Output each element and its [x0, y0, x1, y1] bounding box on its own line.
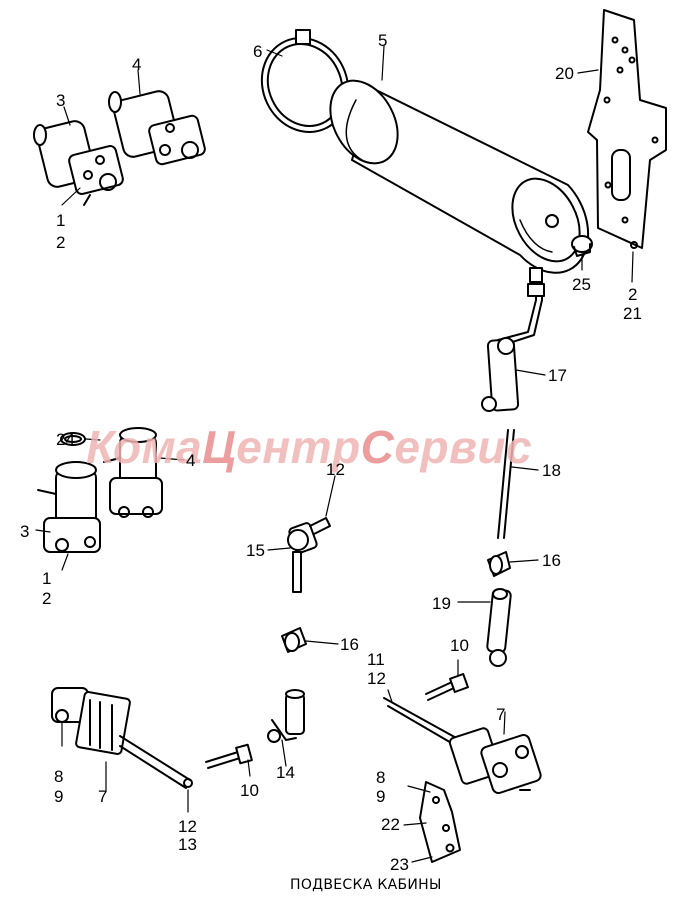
diagram-caption: ПОДВЕСКА КАБИНЫ: [290, 877, 442, 893]
callout-1: 1: [56, 211, 66, 230]
watermark-part2: Ц: [202, 421, 237, 473]
valve-3-upper: [33, 120, 124, 206]
callout-2-right: 2: [628, 285, 638, 304]
watermark-logo: КомаЦентрСервис: [86, 420, 532, 474]
callout-2: 2: [56, 233, 66, 252]
clip-16-right: [487, 551, 511, 577]
callout-17: 17: [548, 366, 567, 385]
callout-6: 6: [253, 42, 263, 61]
callout-20: 20: [555, 64, 574, 83]
callout-12-middle: 12: [326, 460, 345, 479]
tube-19: [486, 588, 512, 667]
callout-14: 14: [276, 763, 295, 782]
callout-18: 18: [542, 461, 561, 480]
plug-25: [571, 235, 593, 257]
callout-21: 21: [623, 304, 642, 323]
callout-5: 5: [378, 31, 388, 50]
callout-9-left: 9: [54, 787, 64, 806]
clamp-6: [260, 29, 350, 133]
bolt-10-right: [425, 673, 469, 701]
bolt-10-left: [205, 743, 253, 769]
callout-16-middle: 16: [340, 635, 359, 654]
callout-3-middle: 3: [20, 522, 30, 541]
callout-7-left: 7: [98, 787, 108, 806]
rod-18: [497, 429, 515, 539]
callout-8-left: 8: [54, 767, 64, 786]
pipe-17: [481, 267, 545, 412]
watermark-part5: ервис: [394, 421, 533, 473]
watermark-part4: С: [360, 421, 395, 473]
clip-16-middle: [281, 627, 307, 653]
callout-19: 19: [432, 594, 451, 613]
valve-3-middle: [37, 461, 101, 553]
callout-3: 3: [56, 91, 66, 110]
callout-8-right: 8: [376, 768, 386, 787]
callout-11: 11: [367, 650, 385, 669]
callout-2-middle: 2: [42, 589, 52, 608]
leader-lines: [35, 45, 634, 863]
callout-7-right: 7: [496, 705, 506, 724]
callout-10-left: 10: [240, 781, 259, 800]
bracket-22: [419, 781, 461, 863]
bracket-20: [587, 9, 667, 249]
valve-7-left: [51, 687, 193, 789]
valve-4-upper: [108, 90, 206, 166]
callout-24: 24: [56, 430, 75, 449]
callout-4-middle: 4: [186, 451, 196, 470]
elbow-14: [267, 689, 305, 743]
valve-4-middle: [103, 427, 163, 518]
watermark-part3: ентр: [236, 421, 361, 473]
callout-22: 22: [381, 815, 400, 834]
callout-10-right: 10: [450, 636, 469, 655]
watermark-part1: Кома: [86, 421, 203, 473]
fitting-15: [287, 517, 331, 593]
callout-23: 23: [390, 855, 409, 874]
callout-9-right: 9: [376, 787, 386, 806]
callout-15: 15: [246, 541, 265, 560]
callout-1-middle: 1: [42, 569, 52, 588]
callout-4: 4: [132, 55, 142, 74]
callout-16-right: 16: [542, 551, 561, 570]
valve-7-right: [383, 697, 542, 794]
tank-5: [329, 79, 590, 274]
callout-13: 13: [178, 835, 197, 854]
callout-12-right: 12: [367, 669, 386, 688]
callout-12-left: 12: [178, 817, 197, 836]
callout-25: 25: [572, 275, 591, 294]
o-ring-24: [60, 432, 86, 446]
